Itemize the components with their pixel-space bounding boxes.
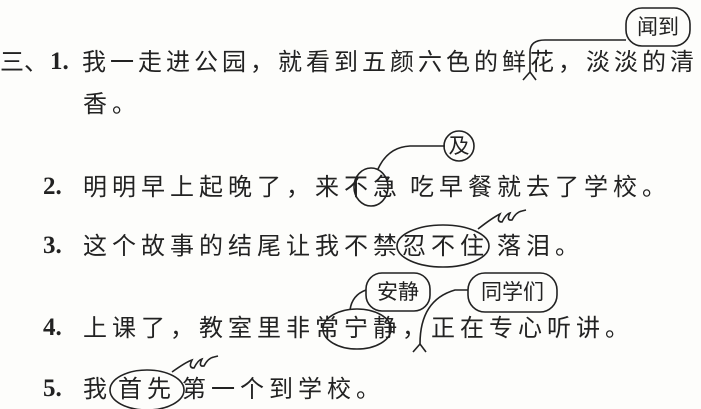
text-before: 明明早上起晚了，来不 — [83, 173, 373, 201]
item-number: 2. — [43, 173, 62, 200]
text-after: 落泪。 — [497, 232, 584, 260]
text-after: 吃早餐就去了学校。 — [410, 173, 671, 201]
note-box-1 — [625, 7, 691, 47]
insert-caret-4 — [412, 342, 427, 353]
text-after: ，正在专心听讲。 — [402, 314, 634, 342]
replace-note: 安静 — [377, 280, 419, 304]
circled-word: 首先 — [118, 375, 176, 403]
item-number: 4. — [43, 314, 62, 341]
text-after: 第一个到学校。 — [182, 375, 385, 403]
text-before: 我 — [83, 375, 112, 403]
note-circle-2 — [443, 130, 475, 162]
insert-note: 同学们 — [481, 280, 544, 304]
item-2-text: 明明早上起晚了，来不急吃早餐就去了学校。 — [83, 172, 671, 202]
item-number: 5. — [43, 375, 62, 402]
insert-note: 闻到 — [637, 15, 679, 39]
item-5-text: 我首先第一个到学校。 — [83, 374, 385, 404]
circled-word: 宁静 — [344, 314, 402, 342]
circle-mark-3 — [396, 224, 490, 268]
insert-line-1 — [529, 39, 626, 72]
circle-mark-5 — [109, 369, 185, 409]
item-number: 1. — [50, 48, 69, 75]
delete-mark-5 — [171, 355, 219, 373]
item-number: 3. — [43, 232, 62, 259]
text-before: 上课了，教室里非常 — [83, 314, 344, 342]
replace-note: 及 — [448, 134, 470, 158]
item-1-continuation: 香。 — [83, 90, 141, 118]
circle-mark-2 — [353, 167, 389, 207]
insert-line-4 — [419, 289, 468, 345]
replace-line-2 — [377, 145, 445, 170]
text-before: 这个故事的结尾让我不禁 — [83, 232, 402, 260]
item-3-text: 这个故事的结尾让我不禁忍不住落泪。 — [83, 231, 584, 261]
item-4-text: 上课了，教室里非常宁静，正在专心听讲。 — [83, 313, 634, 343]
circled-word: 忍不住 — [402, 232, 489, 260]
circled-word: 急 — [373, 173, 402, 201]
note-box-4b — [467, 272, 558, 313]
note-box-4a — [365, 272, 431, 312]
section-number: 三、 — [0, 48, 48, 76]
item-1-text: 我一走进公园，就看到五颜六色的鲜花，淡淡的清 — [82, 48, 698, 76]
circle-mark-4 — [322, 308, 392, 350]
replace-line-4 — [349, 289, 367, 311]
delete-mark-3 — [477, 209, 527, 230]
